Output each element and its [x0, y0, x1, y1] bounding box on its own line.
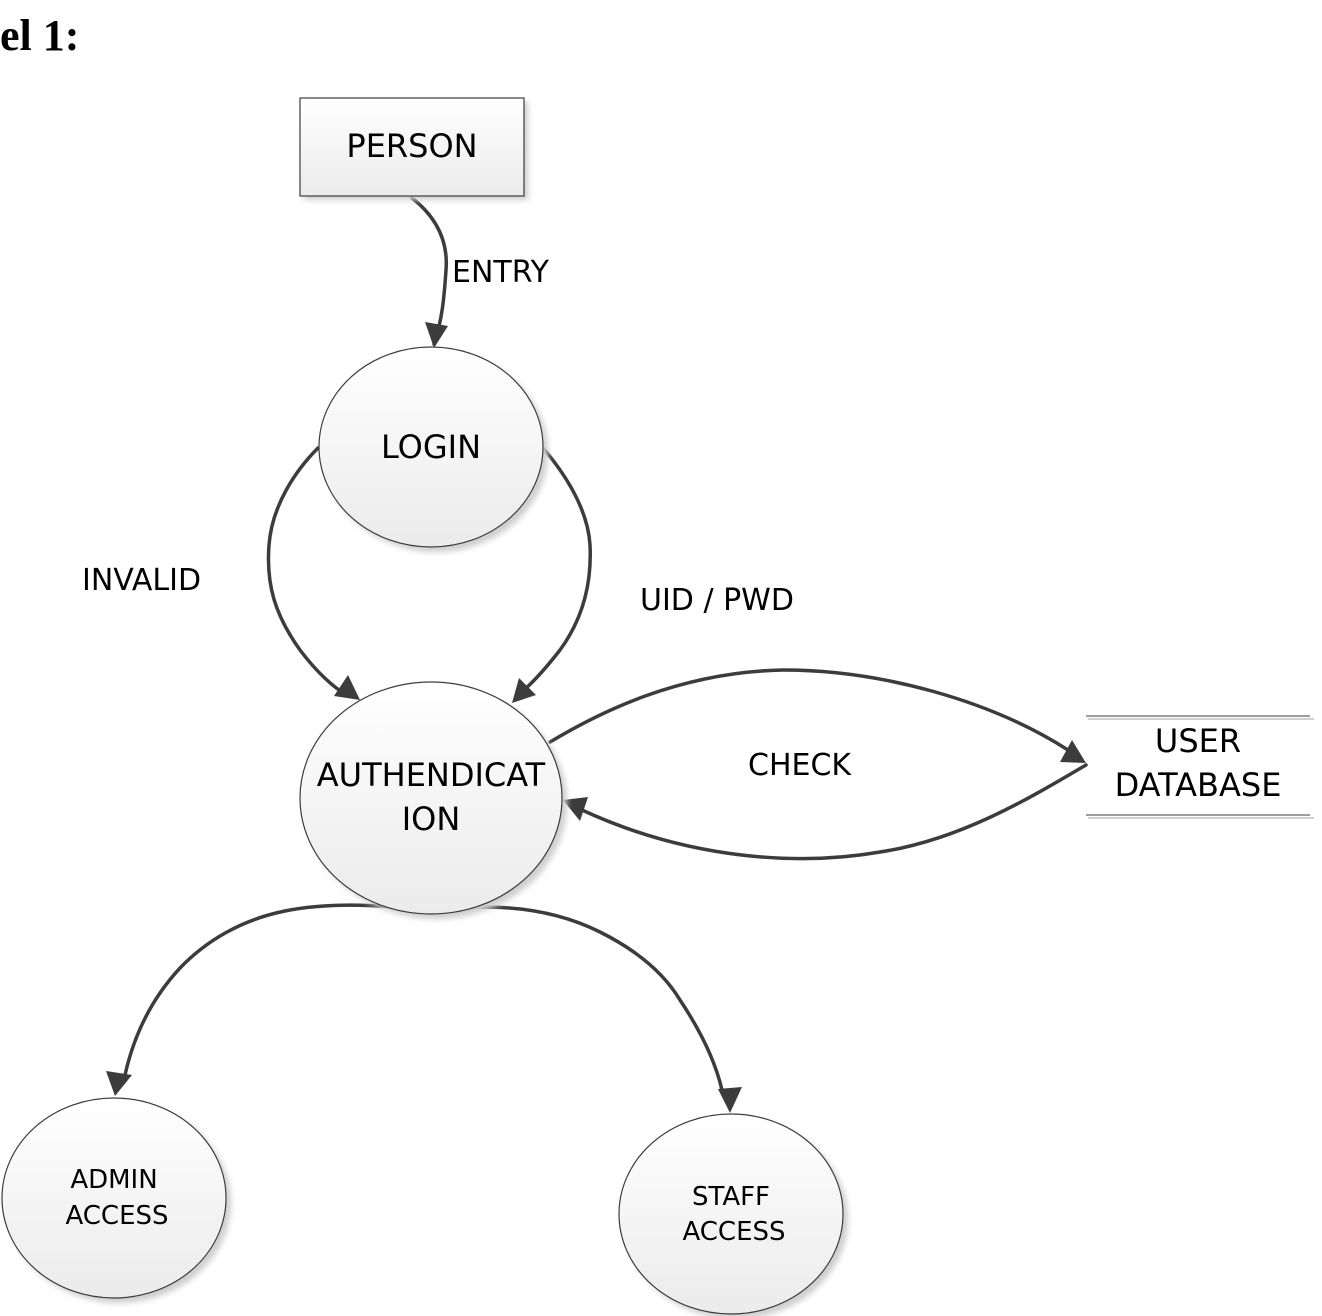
flow-check-request-line: [548, 668, 1070, 752]
flow-check: CHECK: [548, 668, 1088, 861]
flow-to-admin-line: [123, 903, 434, 1077]
staff-access-label-line-2: ACCESS: [682, 1217, 785, 1247]
process-staff-access: STAFF ACCESS: [618, 1113, 848, 1316]
data-store-user-database: USER DATABASE: [1086, 715, 1314, 819]
flow-check-response-line: [580, 763, 1088, 861]
flow-entry-line: [410, 196, 449, 346]
flow-entry: ENTRY: [410, 196, 550, 348]
staff-access-label-line-1: STAFF: [692, 1182, 770, 1212]
flow-check-label: CHECK: [748, 748, 852, 783]
flow-uid-pwd-line: [522, 446, 592, 692]
process-admin-access: ADMIN ACCESS: [1, 1097, 231, 1303]
admin-access-circle: [1, 1097, 227, 1299]
person-label: PERSON: [346, 127, 477, 165]
admin-access-label-line-2: ACCESS: [65, 1201, 168, 1231]
user-database-label-line-1: USER: [1155, 722, 1241, 760]
authentication-label-line-1: AUTHENDICAT: [317, 756, 546, 794]
flow-invalid-line: [266, 446, 347, 696]
process-login: LOGIN: [318, 346, 548, 552]
flow-invalid-label: INVALID: [82, 563, 201, 598]
diagram-heading: vel 1:: [0, 11, 80, 60]
staff-access-circle: [618, 1113, 844, 1315]
flow-invalid-arrowhead: [334, 675, 360, 700]
flow-entry-label: ENTRY: [452, 255, 550, 290]
authentication-circle: [299, 681, 563, 915]
authentication-label-line-2: ION: [402, 800, 461, 838]
flow-uid-pwd: UID / PWD: [512, 446, 794, 703]
flow-to-staff: [430, 905, 742, 1113]
flow-to-staff-arrowhead: [718, 1087, 742, 1113]
flow-to-admin-arrowhead: [106, 1071, 132, 1096]
flow-to-staff-line: [430, 905, 724, 1092]
person-box: [299, 97, 525, 197]
flow-entry-arrowhead: [425, 322, 448, 348]
process-authentication: AUTHENDICAT ION: [299, 681, 567, 919]
flow-check-response-arrowhead: [563, 797, 588, 821]
user-database-label-line-2: DATABASE: [1115, 766, 1282, 804]
login-circle: [318, 346, 544, 548]
external-entity-person: PERSON: [299, 97, 528, 200]
flow-check-request-arrowhead: [1060, 740, 1086, 763]
login-label: LOGIN: [381, 428, 481, 466]
admin-access-label-line-1: ADMIN: [70, 1165, 157, 1195]
flow-uid-pwd-arrowhead: [512, 678, 536, 703]
flow-uid-pwd-label: UID / PWD: [640, 583, 794, 618]
flow-to-admin: [106, 903, 434, 1096]
flow-invalid: INVALID: [82, 446, 360, 700]
